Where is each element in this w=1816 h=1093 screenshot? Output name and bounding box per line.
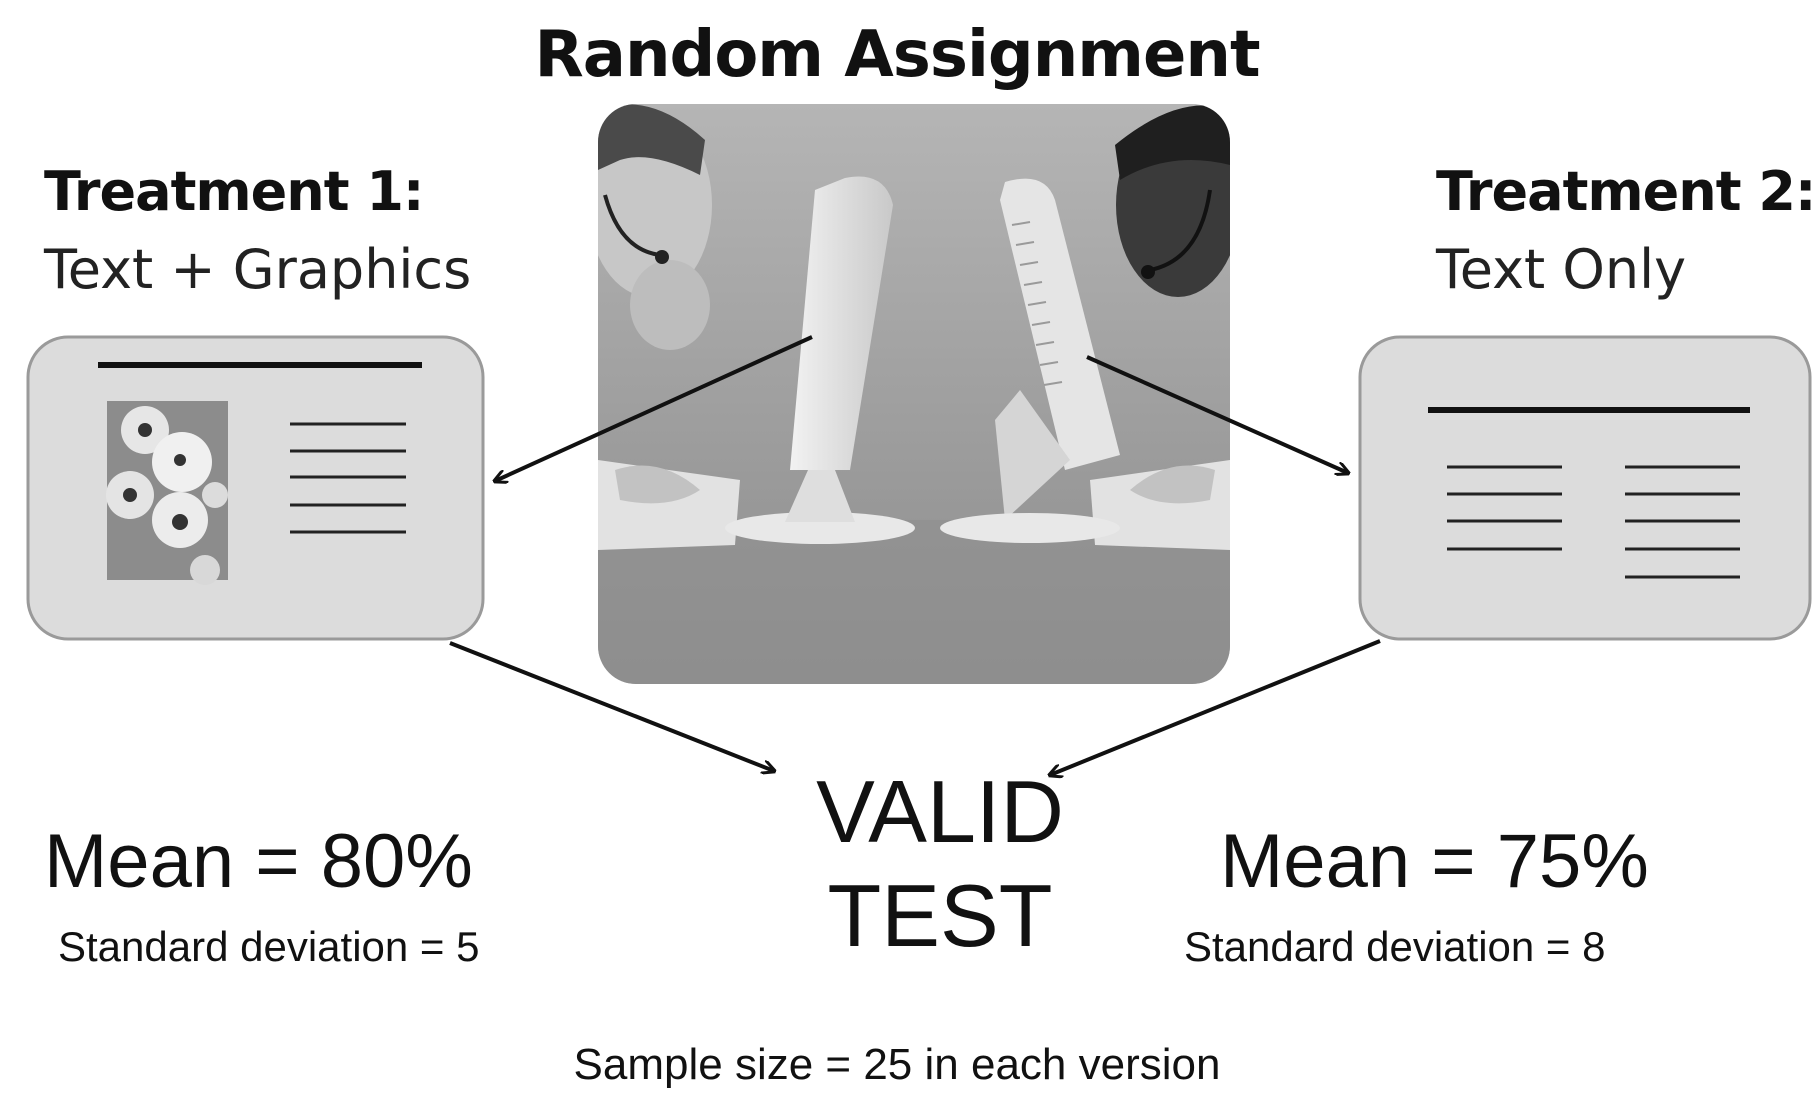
arrow-to-treatment2	[1086, 355, 1348, 473]
treatment1-mean: Mean = 80%	[44, 819, 473, 904]
treatment1-subtitle: Text + Graphics	[44, 238, 472, 301]
treatment2-sd: Standard deviation = 8	[1184, 923, 1606, 970]
result-line1: VALID	[816, 762, 1064, 861]
arrow-treatment2-to-result	[1050, 639, 1381, 775]
treatment2-subtitle: Text Only	[1436, 238, 1687, 301]
arrow-treatment1-to-result	[449, 641, 774, 771]
treatment2-heading: Treatment 2:	[1436, 160, 1816, 223]
treatment2-mean: Mean = 75%	[1220, 819, 1649, 904]
arrow-to-treatment1	[495, 335, 813, 481]
treatment1-panel	[26, 335, 485, 641]
sample-size-note: Sample size = 25 in each version	[573, 1040, 1221, 1089]
thumbnail-graphic-icon	[106, 401, 228, 585]
treatment1-sd: Standard deviation = 5	[58, 923, 480, 970]
two-people-at-computers-photo	[598, 104, 1230, 684]
diagram-title: Random Assignment	[534, 18, 1260, 92]
result-line2: TEST	[827, 866, 1053, 965]
treatment1-heading: Treatment 1:	[44, 160, 425, 223]
treatment2-panel	[1358, 335, 1812, 641]
result-label: VALID TEST	[760, 760, 1120, 968]
